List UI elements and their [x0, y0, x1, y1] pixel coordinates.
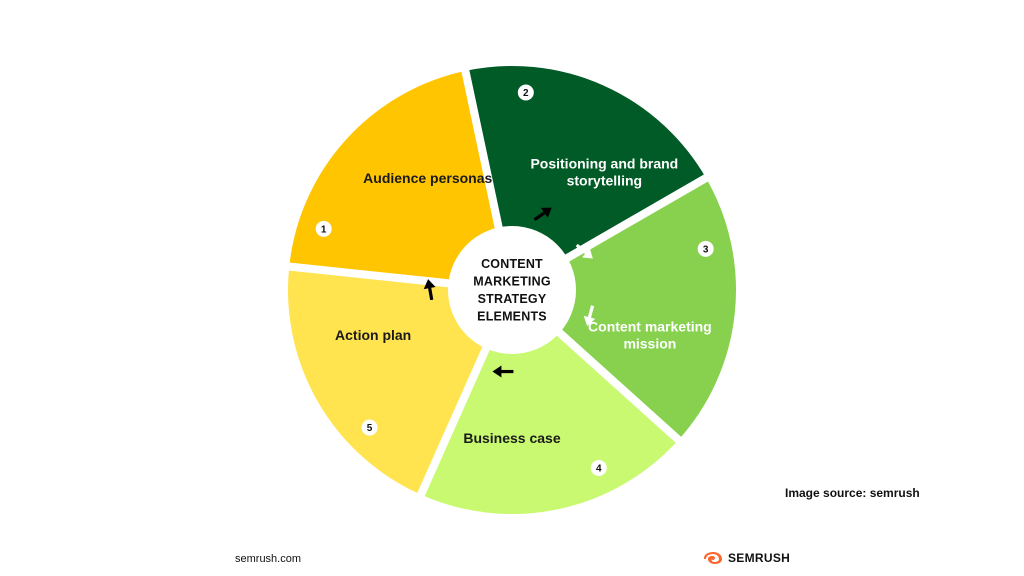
badge-circle — [315, 220, 332, 237]
segment-label-line: Content marketing — [588, 318, 712, 334]
semrush-flame-icon — [704, 552, 722, 564]
segment-1 — [280, 62, 518, 295]
segment-label-line: Business case — [463, 430, 560, 446]
badge-circle — [590, 459, 607, 476]
badge-number: 5 — [367, 423, 373, 434]
flow-arrow-icon — [492, 365, 514, 378]
segment-number-badge: 5 — [361, 419, 378, 436]
segment-number-badge: 3 — [697, 240, 714, 257]
segment-number-badge: 2 — [517, 84, 534, 101]
segment-label-line: storytelling — [567, 172, 642, 188]
segment-4 — [413, 283, 688, 522]
center-label-line: ELEMENTS — [477, 309, 547, 323]
center-label-line: MARKETING — [473, 274, 551, 288]
flow-arrow-icon — [533, 207, 552, 222]
segment-label: Audience personas — [363, 170, 492, 186]
center-hub — [448, 226, 576, 354]
segment-number-badge: 4 — [590, 459, 607, 476]
badge-number: 4 — [596, 463, 602, 474]
segment-label: Action plan — [335, 327, 411, 343]
badge-circle — [517, 84, 534, 101]
brand-name: SEMRUSH — [728, 551, 791, 565]
footer-url: semrush.com — [235, 553, 302, 565]
image-source-caption: Image source: semrush — [785, 486, 920, 500]
segment-label-line: Positioning and brand — [530, 155, 678, 171]
badge-number: 2 — [523, 88, 529, 99]
segment-5 — [280, 261, 518, 504]
center-label: CONTENT MARKETING STRATEGY ELEMENTS — [473, 257, 551, 324]
badge-number: 3 — [703, 244, 709, 255]
badge-circle — [361, 419, 378, 436]
segment-label-line: Audience personas — [363, 170, 492, 186]
flow-arrow-icon — [583, 305, 596, 326]
segment-label: Business case — [463, 430, 560, 446]
badge-number: 1 — [321, 224, 327, 235]
segment-label-line: Action plan — [335, 327, 411, 343]
segment-3 — [505, 170, 744, 449]
center-label-line: STRATEGY — [478, 292, 547, 306]
footer-brand: SEMRUSH — [702, 551, 790, 565]
flow-arrow-icon — [575, 243, 593, 259]
center-label-line: CONTENT — [481, 257, 543, 271]
segment-label-line: mission — [623, 335, 676, 351]
badge-circle — [697, 240, 714, 257]
segment-number-badge: 1 — [315, 220, 332, 237]
flow-arrow-icon — [423, 279, 436, 301]
